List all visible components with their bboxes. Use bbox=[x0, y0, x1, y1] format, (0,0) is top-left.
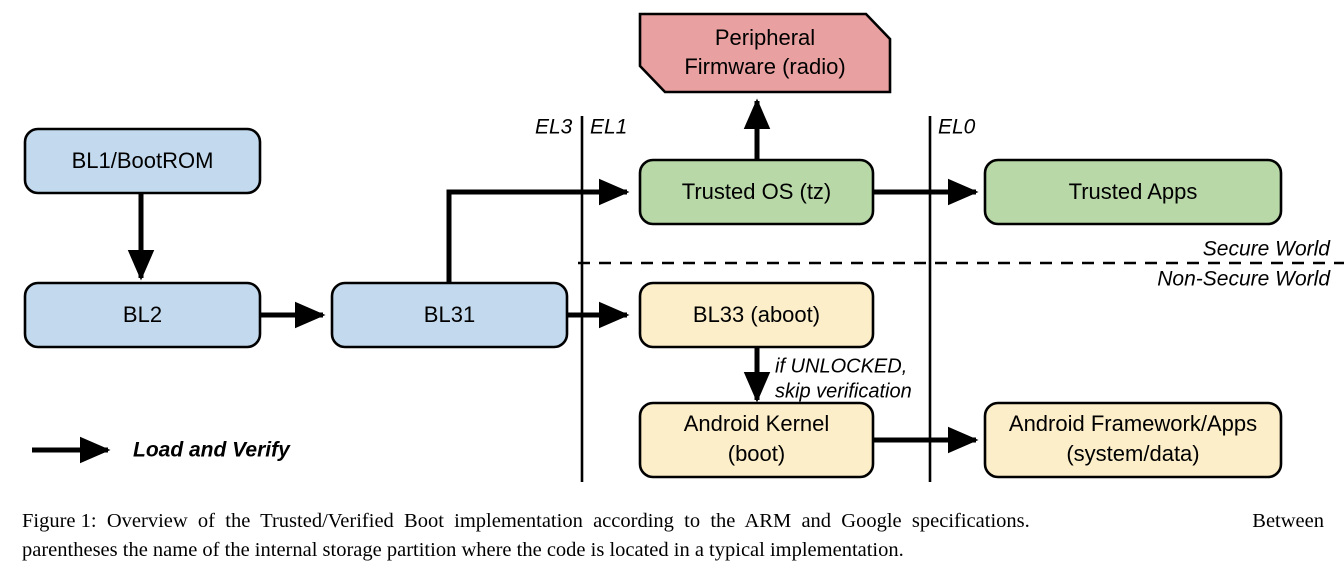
node-bl33-aboot-shape bbox=[638, 281, 875, 349]
node-trusted-os-shape bbox=[638, 158, 875, 226]
label-non-secure-world: Non-Secure World bbox=[1157, 268, 1331, 291]
node-bl33-aboot[interactable]: BL33 (aboot) bbox=[638, 281, 875, 349]
label-el0: EL0 bbox=[938, 116, 976, 139]
node-trusted-os-label: Trusted OS (tz) bbox=[682, 179, 832, 204]
legend-load-and-verify: Load and Verify bbox=[32, 436, 291, 464]
label-secure-world: Secure World bbox=[1203, 238, 1332, 261]
node-bl2-label: BL2 bbox=[123, 302, 162, 327]
label-el3: EL3 bbox=[535, 116, 573, 139]
edge-bl31-to-trusted-os bbox=[446, 178, 630, 283]
legend-arrow-label: Load and Verify bbox=[133, 439, 291, 462]
node-trusted-apps-shape bbox=[983, 158, 1283, 226]
node-android-framework-apps[interactable]: Android Framework/Apps (system/data) bbox=[983, 401, 1283, 479]
node-bl31-label: BL31 bbox=[424, 302, 475, 327]
node-peripheral-firmware[interactable]: Peripheral Firmware (radio) bbox=[638, 12, 892, 94]
diagram-connectors bbox=[127, 98, 979, 454]
node-bl31-shape bbox=[330, 281, 569, 349]
edge-note-unlocked: if UNLOCKED, skip verification bbox=[775, 355, 912, 402]
node-trusted-os[interactable]: Trusted OS (tz) bbox=[638, 158, 875, 226]
figure-caption-line-2: parentheses the name of the internal sto… bbox=[22, 539, 904, 561]
node-bl1-bootrom-shape bbox=[23, 127, 262, 195]
node-peripheral-firmware-label-line1: Peripheral bbox=[715, 25, 815, 50]
edge-note-unlocked-line1: if UNLOCKED, bbox=[775, 355, 907, 377]
figure-caption-line-1-tail: Between bbox=[1252, 510, 1324, 532]
node-peripheral-firmware-label-line2: Firmware (radio) bbox=[684, 54, 845, 79]
figure-caption: Figure 1: Overview of the Trusted/Verifi… bbox=[22, 507, 1324, 565]
node-android-framework-apps-shape bbox=[983, 401, 1283, 479]
node-bl31[interactable]: BL31 bbox=[330, 281, 569, 349]
figure-caption-line-1: Figure 1: Overview of the Trusted/Verifi… bbox=[22, 507, 1324, 536]
boot-architecture-diagram: EL3 EL1 EL0 Secure World Non-Secure Worl… bbox=[23, 12, 1344, 482]
node-bl33-aboot-label: BL33 (aboot) bbox=[693, 302, 820, 327]
node-android-kernel[interactable]: Android Kernel (boot) bbox=[638, 401, 875, 479]
node-bl2[interactable]: BL2 bbox=[23, 281, 262, 349]
node-trusted-apps-label: Trusted Apps bbox=[1069, 179, 1198, 204]
node-android-kernel-label-line1: Android Kernel bbox=[684, 411, 830, 436]
node-android-kernel-shape bbox=[638, 401, 875, 479]
edge-note-unlocked-line2: skip verification bbox=[775, 380, 912, 402]
node-peripheral-firmware-shape bbox=[638, 12, 892, 94]
node-bl1-bootrom-label: BL1/BootROM bbox=[72, 148, 214, 173]
figure-caption-line-1-main: Figure 1: Overview of the Trusted/Verifi… bbox=[22, 510, 1030, 532]
label-el1: EL1 bbox=[590, 116, 627, 139]
node-bl2-shape bbox=[23, 281, 262, 349]
node-android-framework-apps-label-line1: Android Framework/Apps bbox=[1009, 411, 1257, 436]
node-trusted-apps[interactable]: Trusted Apps bbox=[983, 158, 1283, 226]
node-android-kernel-label-line2: (boot) bbox=[728, 441, 785, 466]
exception-level-dividers bbox=[580, 116, 932, 482]
node-android-framework-apps-label-line2: (system/data) bbox=[1066, 441, 1199, 466]
node-bl1-bootrom[interactable]: BL1/BootROM bbox=[23, 127, 262, 195]
